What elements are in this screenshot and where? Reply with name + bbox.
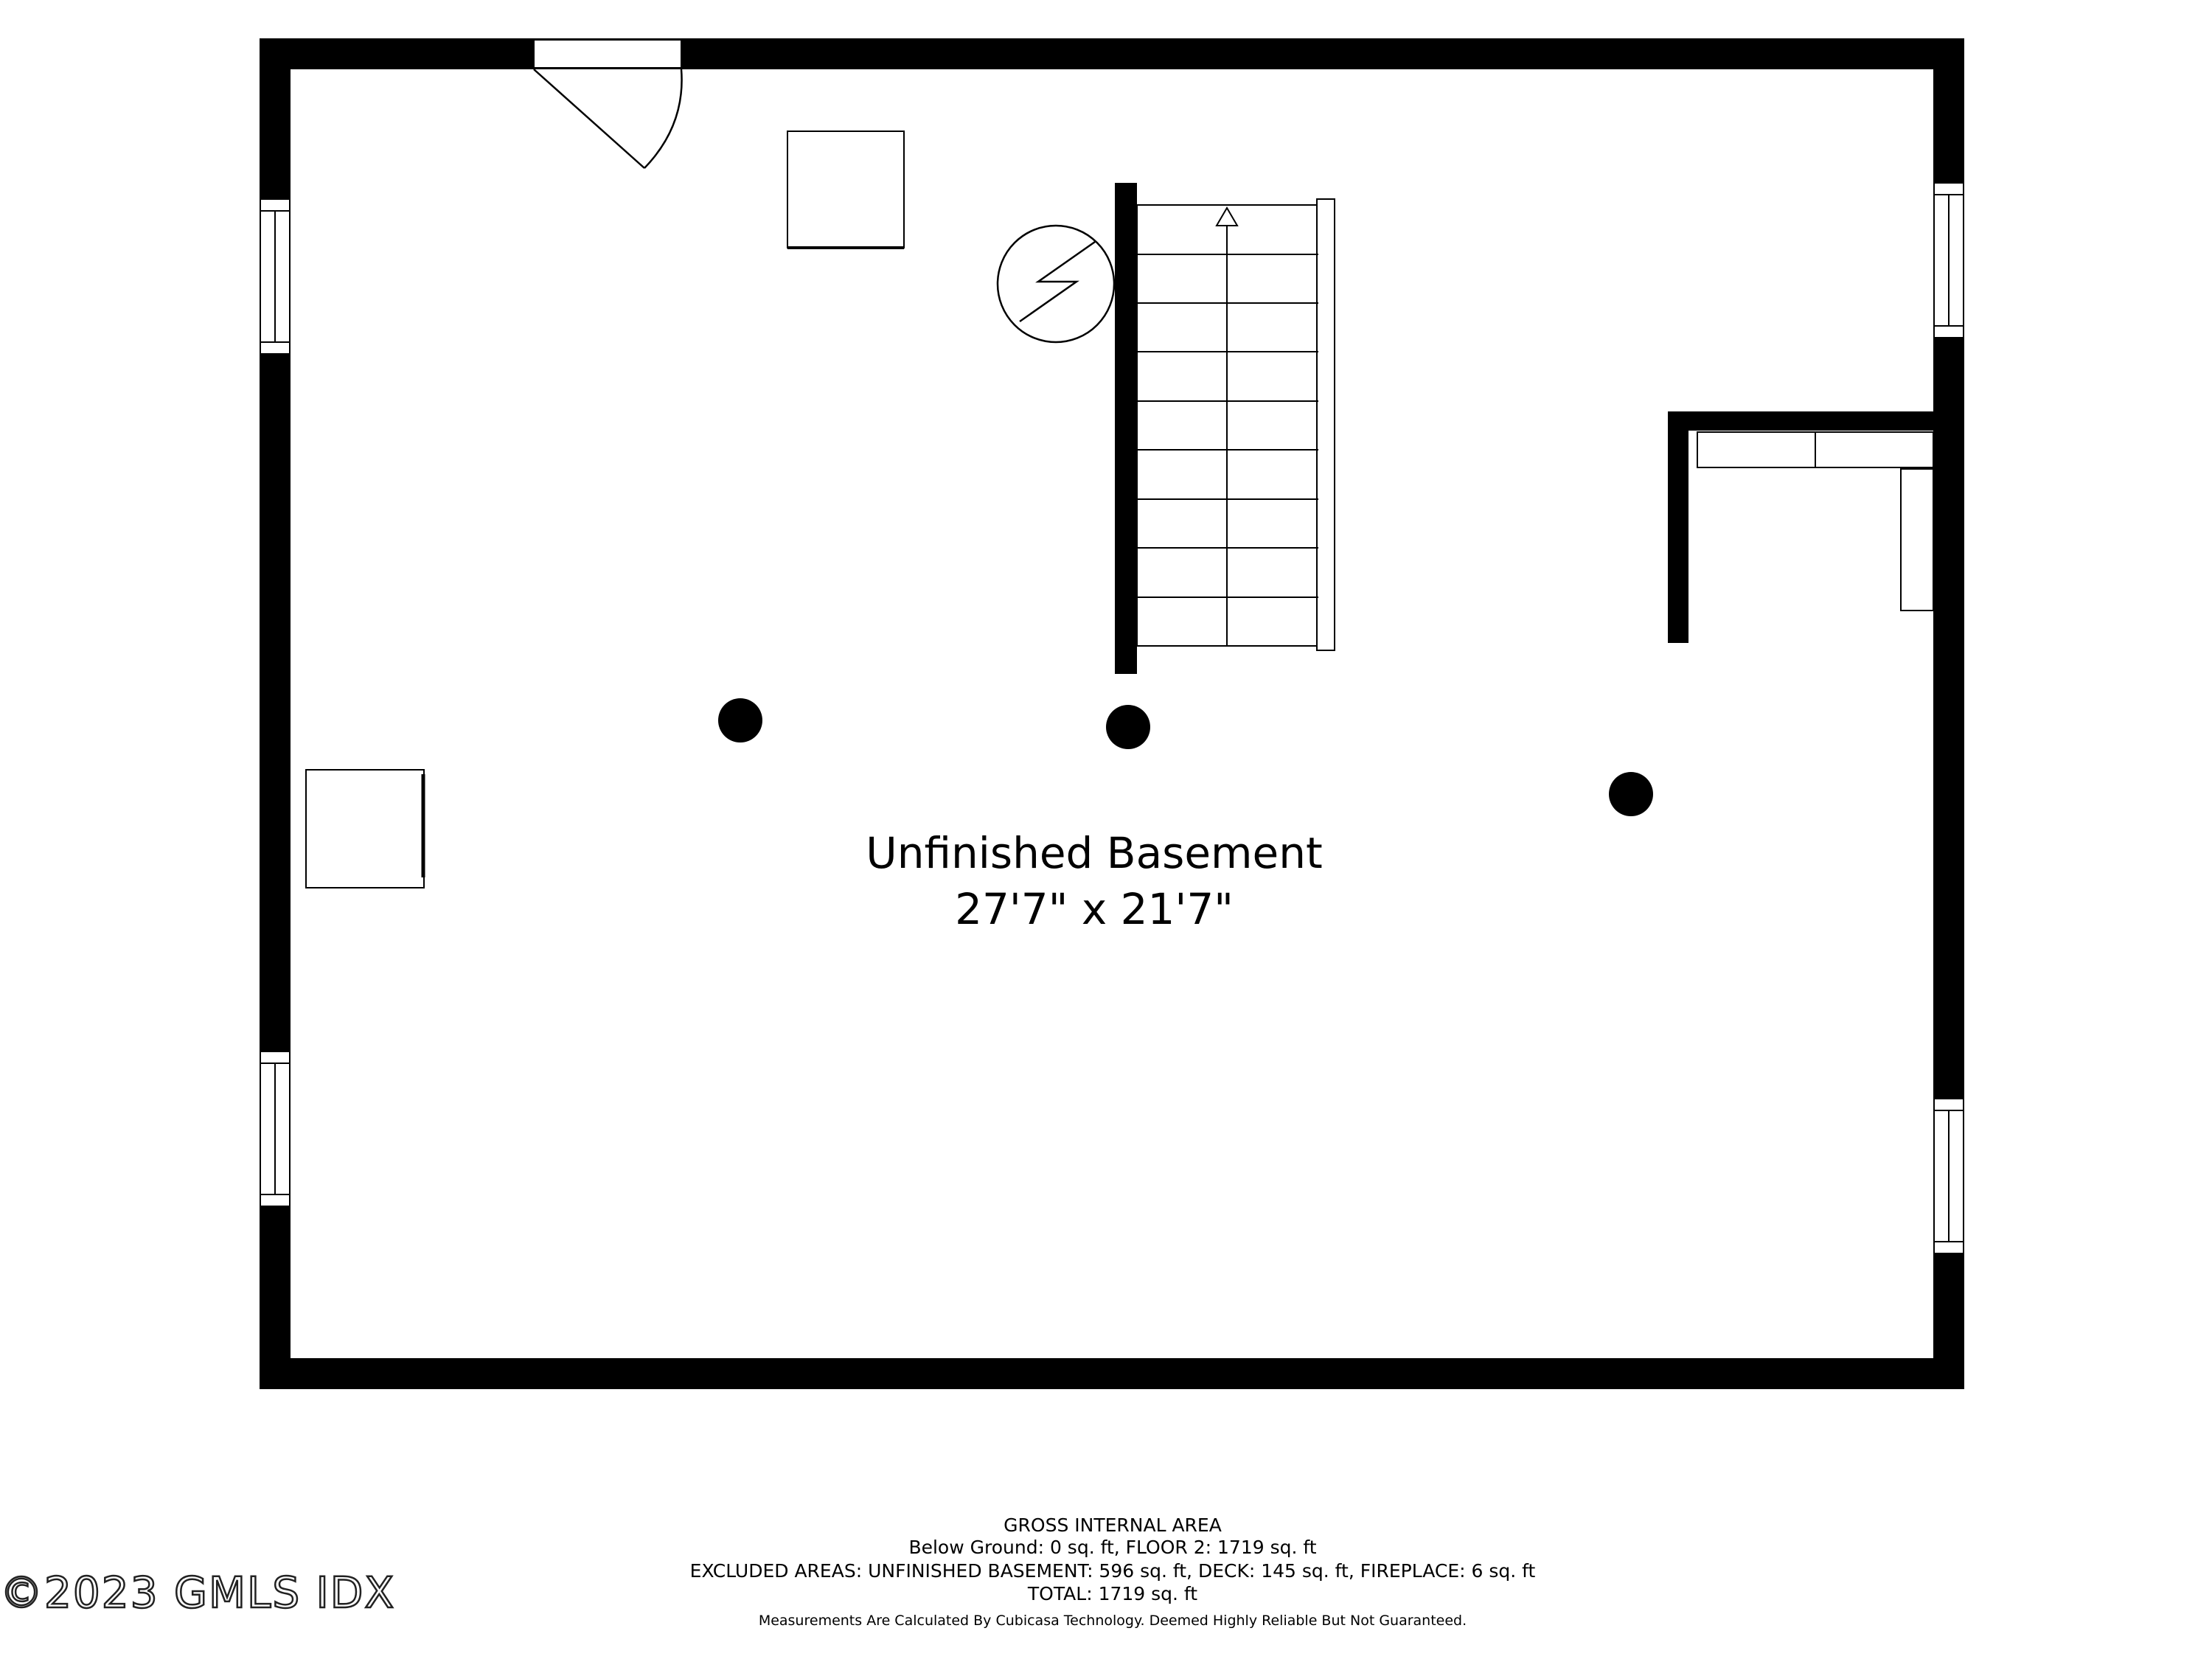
stair-railing — [1316, 198, 1335, 651]
electrical-panel-icon — [996, 224, 1116, 344]
area-summary: GROSS INTERNAL AREA Below Ground: 0 sq. … — [690, 1514, 1536, 1629]
area-disclaimer: Measurements Are Calculated By Cubicasa … — [759, 1613, 1467, 1629]
column-1 — [718, 698, 762, 742]
interior-walls — [1668, 411, 1964, 643]
door — [533, 39, 683, 169]
watermark: ©2023 GMLS IDX — [0, 1568, 395, 1618]
door-leaf — [533, 69, 645, 169]
arrow-up-icon — [1215, 206, 1239, 226]
partition-vertical — [1668, 411, 1688, 643]
appliance-box-left — [305, 769, 425, 888]
column-3 — [1609, 772, 1653, 816]
window-left-lower — [260, 1051, 291, 1207]
room-name: Unfinished Basement — [866, 828, 1322, 878]
area-total: TOTAL: 1719 sq. ft — [1027, 1583, 1197, 1604]
door-opening — [533, 39, 682, 69]
window-right-upper — [1933, 182, 1964, 338]
appliance-box-top — [787, 131, 905, 248]
windows — [260, 182, 1964, 1254]
area-below-ground: Below Ground: 0 sq. ft, FLOOR 2: 1719 sq… — [908, 1537, 1316, 1558]
counter-side — [1900, 468, 1934, 611]
area-heading: GROSS INTERNAL AREA — [1004, 1514, 1222, 1536]
wall-bottom — [260, 1358, 1964, 1389]
column-2 — [1106, 705, 1150, 749]
support-columns — [718, 698, 1653, 816]
door-swing-arc — [644, 69, 683, 169]
counters — [1697, 431, 1934, 611]
stair-wall — [1115, 183, 1137, 674]
window-right-lower — [1933, 1098, 1964, 1254]
area-excluded: EXCLUDED AREAS: UNFINISHED BASEMENT: 596… — [690, 1560, 1536, 1582]
staircase — [1115, 183, 1335, 674]
room-dimensions: 27'7" x 21'7" — [955, 884, 1234, 934]
wall-top — [260, 38, 1964, 69]
window-left-upper — [260, 198, 291, 355]
partition-horizontal — [1668, 411, 1964, 431]
